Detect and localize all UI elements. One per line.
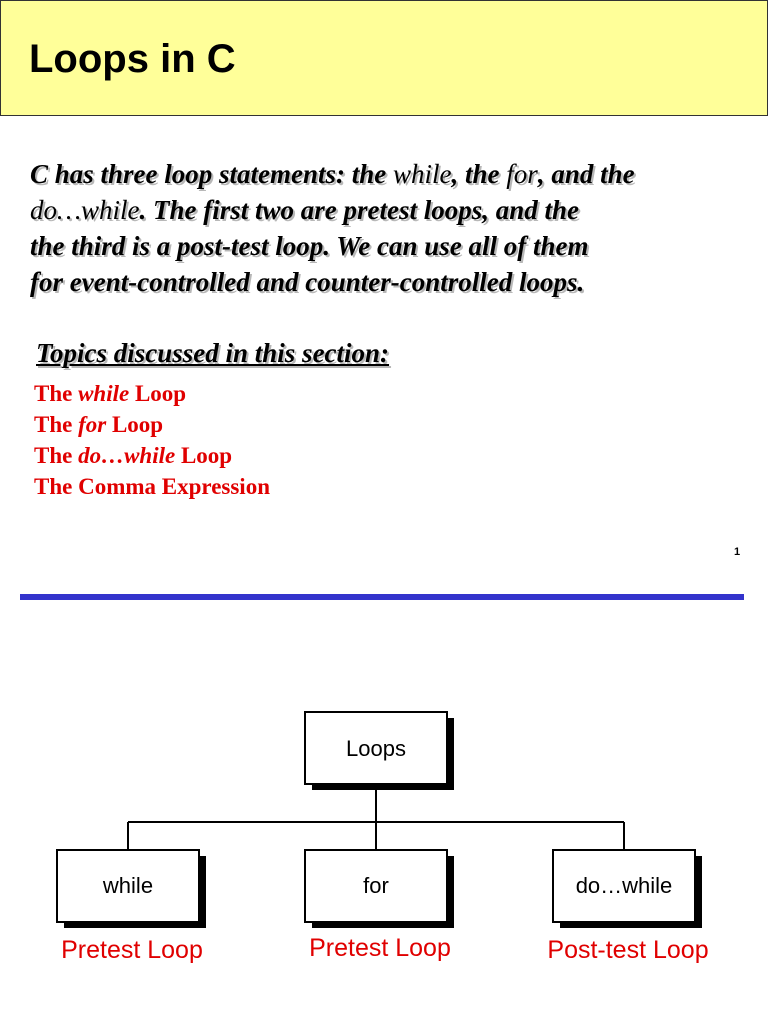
intro-text: , the [451, 159, 507, 189]
topic-text: Loop [175, 443, 233, 468]
slide-title: Loops in C [29, 37, 236, 81]
node-for: for [304, 849, 454, 928]
intro-line-4: for event-controlled and counter-control… [30, 267, 585, 297]
node-while: while [56, 849, 206, 928]
keyword-for: for [506, 159, 538, 189]
topic-text: Loop [129, 381, 187, 406]
topic-text: The [34, 381, 79, 406]
topic-text: The [34, 443, 79, 468]
slide-divider [20, 594, 744, 600]
topic-text: The [34, 412, 79, 437]
node-label-for: for [363, 873, 389, 898]
tree-connectors [127, 784, 625, 850]
topic-text: Loop [106, 412, 164, 437]
topic-item: The for Loop [34, 409, 270, 440]
topics-list: The while Loop The for Loop The do…while… [34, 378, 270, 502]
topic-keyword: while [78, 381, 130, 406]
node-label-while: while [102, 873, 153, 898]
intro-text: C has three loop statements: the [30, 159, 394, 189]
topics-heading: Topics discussed in this section: [36, 338, 390, 368]
page-number: 1 [734, 546, 741, 558]
topic-text: The Comma Expression [34, 474, 270, 499]
topic-item: The while Loop [34, 378, 270, 409]
loops-tree-diagram: Loops while for do…while Pretest Loop Pr… [56, 711, 709, 964]
title-bar: Loops in C [0, 0, 768, 116]
topic-item: The Comma Expression [34, 471, 270, 502]
node-label-loops: Loops [346, 736, 406, 761]
topic-item: The do…while Loop [34, 440, 270, 471]
topic-keyword: for [78, 412, 107, 437]
keyword-do-while: do…while [30, 195, 140, 225]
intro-text: . The first two are pretest loops, and t… [139, 195, 580, 225]
intro-text: , and the [537, 159, 635, 189]
intro-paragraph: C has three loop statements: the while, … [30, 156, 750, 300]
intro-line-2: do…while. The first two are pretest loop… [30, 192, 750, 228]
intro-line-3: the third is a post-test loop. We can us… [30, 231, 589, 261]
node-label-do-while: do…while [576, 873, 673, 898]
caption-for: Pretest Loop [309, 934, 451, 962]
keyword-while: while [393, 159, 452, 189]
node-box [56, 849, 200, 923]
caption-while: Pretest Loop [61, 936, 203, 964]
topic-keyword: do…while [78, 443, 176, 468]
intro-line-1: C has three loop statements: the while, … [30, 156, 750, 192]
node-loops: Loops [304, 711, 454, 790]
caption-do-while: Post-test Loop [547, 936, 708, 964]
node-box [304, 711, 448, 785]
node-box [304, 849, 448, 923]
node-box [552, 849, 696, 923]
node-do-while: do…while [552, 849, 702, 928]
